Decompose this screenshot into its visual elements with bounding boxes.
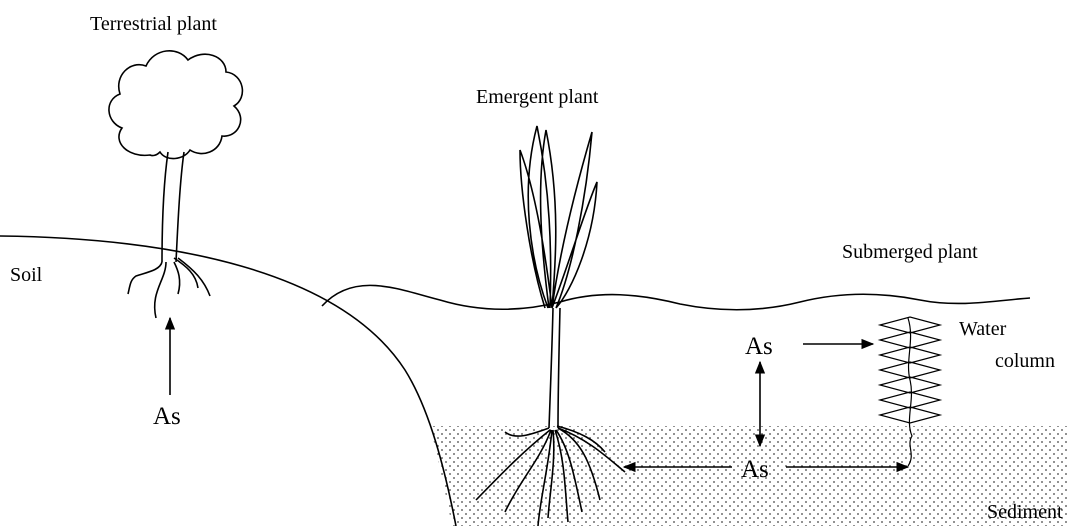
as-soil-label: As	[153, 403, 181, 430]
tree-trunk	[162, 152, 184, 262]
sediment-label: Sediment	[987, 501, 1063, 523]
as-water-column-label: As	[745, 333, 773, 360]
submerged-leaves	[880, 317, 940, 423]
soil-label: Soil	[10, 264, 43, 286]
submerged-plant-label: Submerged plant	[842, 241, 978, 263]
water-label: Water	[959, 318, 1007, 340]
terrestrial-plant	[109, 51, 242, 318]
emergent-plant-label: Emergent plant	[476, 86, 599, 108]
soil-surface	[0, 236, 456, 526]
column-label: column	[995, 350, 1055, 372]
tree-roots	[128, 258, 210, 318]
water-surface	[322, 285, 1030, 309]
terrestrial-plant-label: Terrestrial plant	[90, 13, 217, 35]
emergent-stem	[549, 308, 560, 428]
emergent-leaves	[520, 126, 597, 308]
as-sediment-label: As	[741, 456, 769, 483]
tree-canopy	[109, 51, 242, 159]
